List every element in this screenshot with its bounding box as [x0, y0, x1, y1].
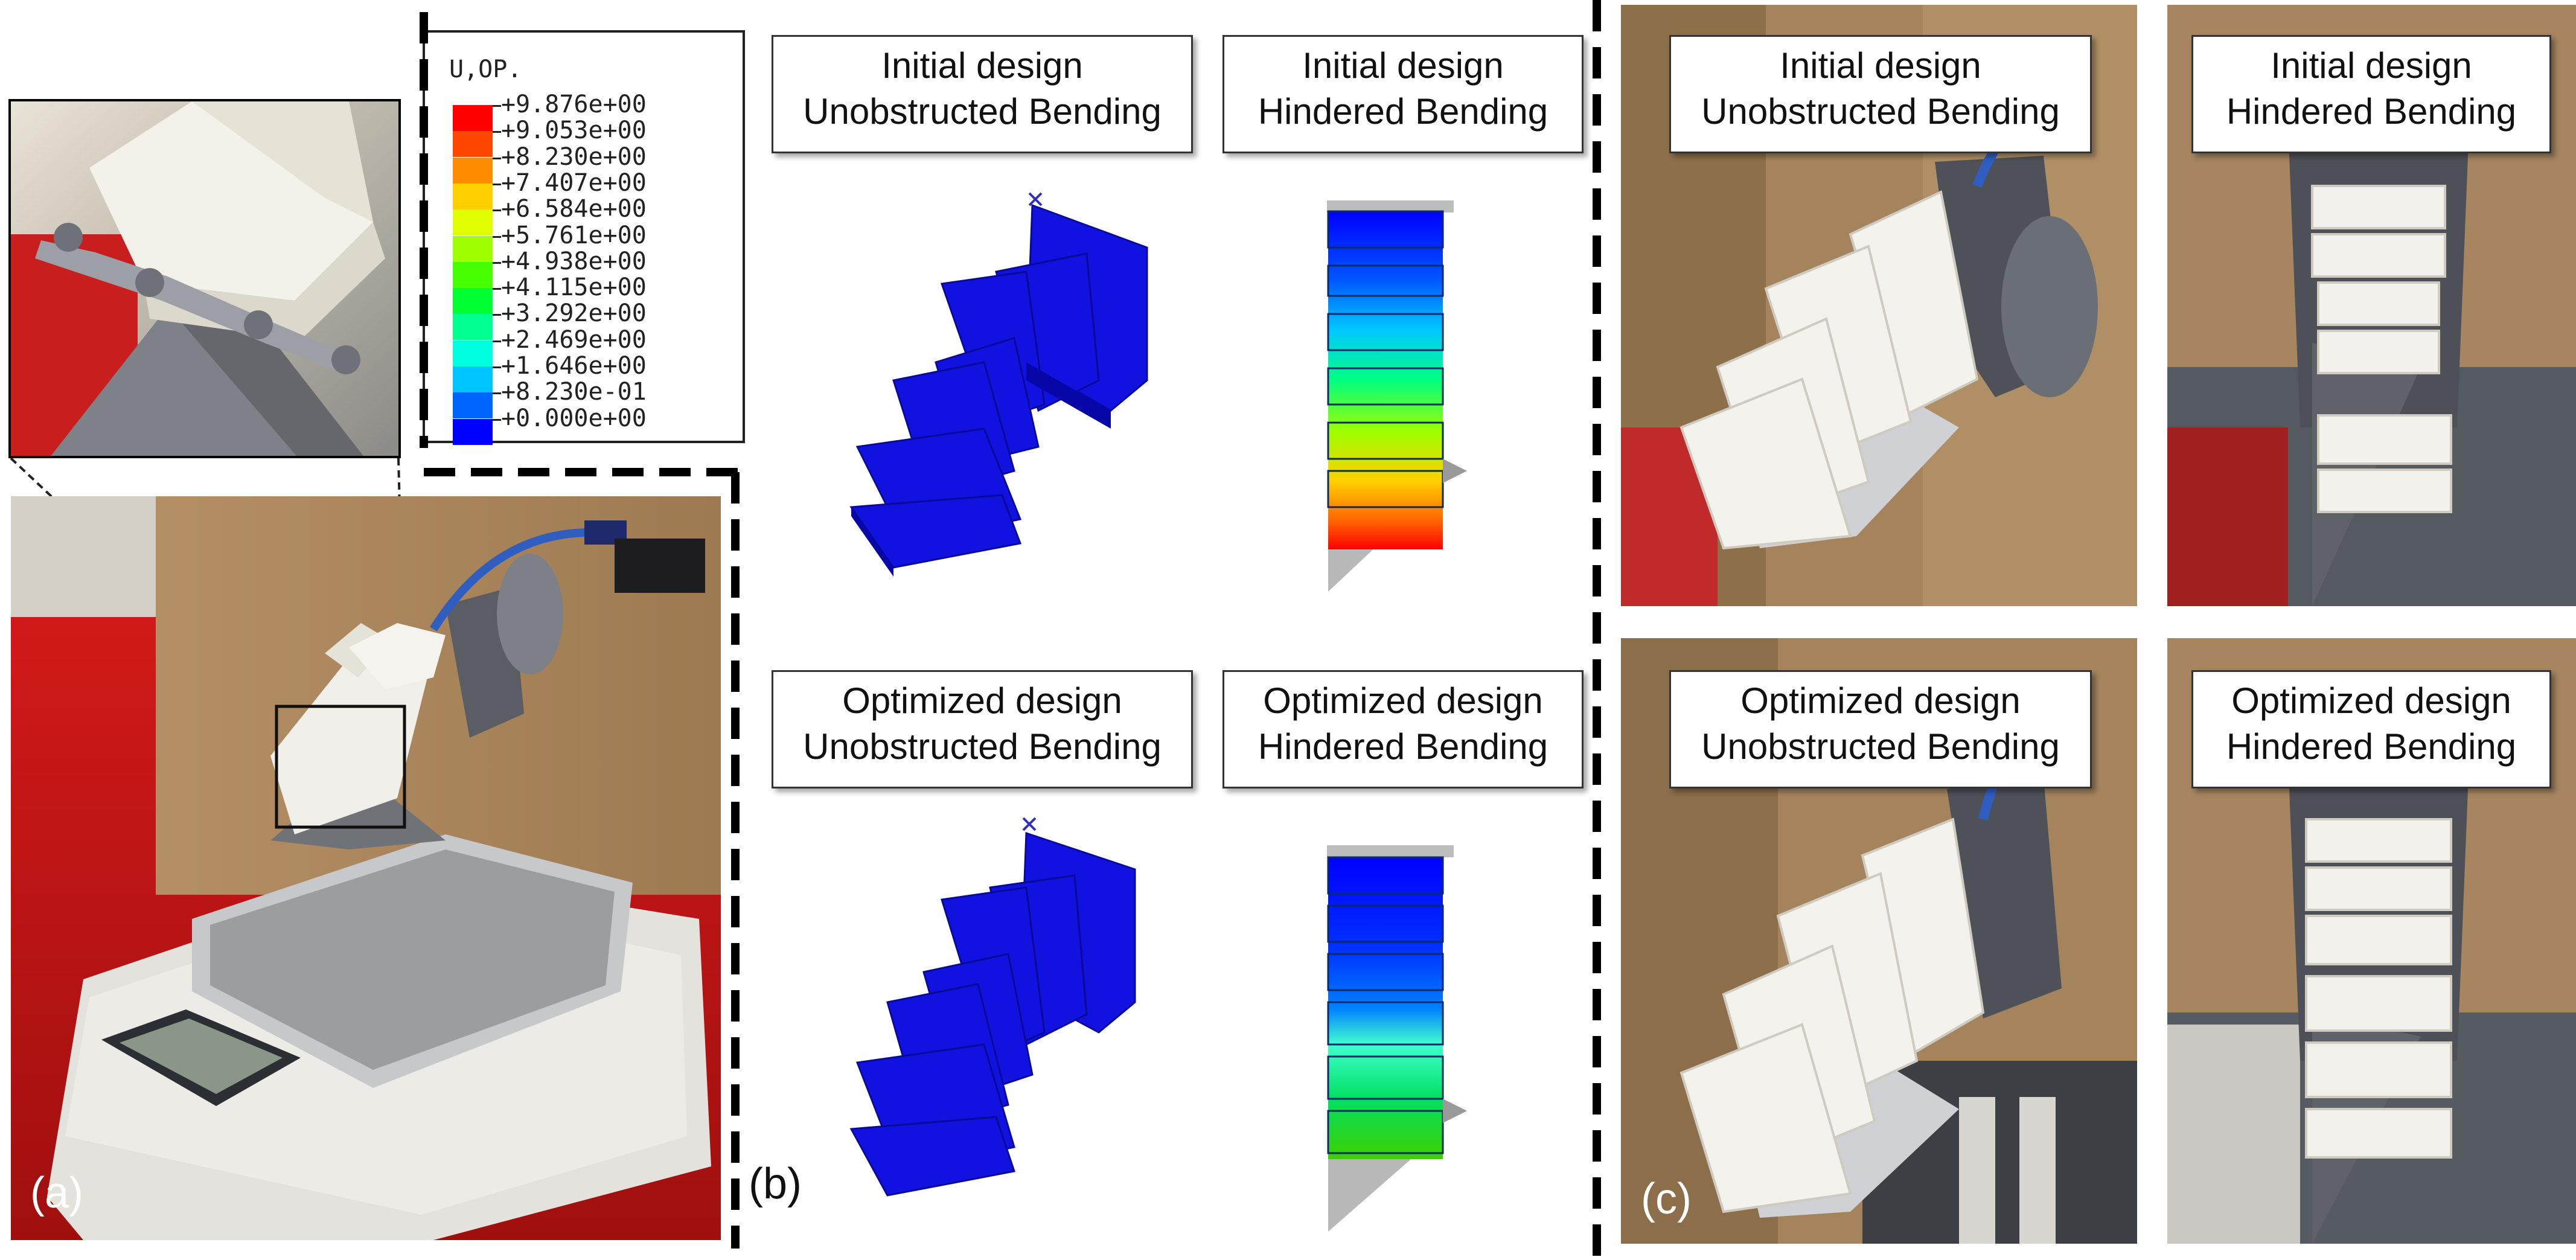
legend-tick — [493, 209, 501, 212]
caption-line1: Initial design — [1780, 45, 1981, 86]
legend-value: +7.407e+00 — [501, 168, 647, 197]
caption-line2: Unobstructed Bending — [803, 91, 1162, 132]
legend-tick — [493, 261, 501, 264]
legend-row: +7.407e+00 — [453, 169, 730, 209]
caption-line2: Unobstructed Bending — [1701, 726, 2060, 767]
legend-tick — [493, 366, 501, 368]
caption-line1: Optimized design — [1740, 680, 2021, 721]
legend-swatch — [453, 157, 493, 184]
legend-tick — [493, 157, 501, 159]
legend-row: +3.292e+00 — [453, 299, 730, 341]
sim-caption-initial-unobstructed: Initial design Unobstructed Bending — [772, 35, 1193, 153]
legend-row: +0.000e+00 — [453, 405, 730, 445]
legend-swatch — [453, 131, 493, 158]
caption-line1: Initial design — [1302, 45, 1504, 86]
fem-initial-unobstructed — [849, 192, 1148, 577]
legend-value: +4.115e+00 — [501, 273, 647, 302]
fem-initial-hindered — [1327, 200, 1467, 592]
legend-value: +3.292e+00 — [501, 299, 647, 328]
caption-line2: Hindered Bending — [2226, 726, 2517, 767]
legend-tick — [493, 105, 501, 107]
legend-swatch — [453, 261, 493, 288]
legend-row: +2.469e+00 — [453, 326, 730, 366]
legend-swatch — [453, 288, 493, 315]
photo-initial-hindered — [2167, 5, 2576, 606]
caption-line2: Hindered Bending — [1258, 91, 1548, 132]
zoom-inset-illustration — [11, 101, 398, 456]
legend-row: +5.761e+00 — [453, 222, 730, 262]
legend-value: +2.469e+00 — [501, 325, 647, 354]
legend-value: +5.761e+00 — [501, 221, 647, 249]
legend-tick — [493, 288, 501, 290]
legend-tick — [493, 340, 501, 342]
legend-tick — [493, 235, 501, 238]
legend-swatch — [453, 418, 493, 445]
panel-c-label: (c) — [1641, 1175, 1692, 1223]
legend-value: +9.876e+00 — [501, 91, 647, 118]
legend-value: +8.230e+00 — [501, 142, 647, 171]
legend-row: +4.115e+00 — [453, 273, 730, 315]
legend-row: +9.876e+00 — [453, 91, 730, 131]
sim-caption-optimized-hindered: Optimized design Hindered Bending — [1222, 670, 1584, 788]
caption-line1: Initial design — [2271, 45, 2472, 86]
legend-tick — [493, 131, 501, 133]
photo-illustration — [2167, 5, 2576, 606]
legend-swatch — [453, 392, 493, 419]
photo-caption-initial-hindered: Initial design Hindered Bending — [2191, 35, 2551, 153]
caption-line2: Unobstructed Bending — [803, 726, 1162, 767]
legend-swatch — [453, 340, 493, 366]
caption-line2: Unobstructed Bending — [1701, 91, 2060, 132]
legend-row: +8.230e+00 — [453, 143, 730, 184]
legend-row: +9.053e+00 — [453, 117, 730, 158]
legend-value: +4.938e+00 — [501, 247, 647, 275]
zoom-inset-photo — [8, 99, 401, 458]
panel-a-label: (a) — [30, 1169, 83, 1217]
panel-b-label: (b) — [749, 1160, 802, 1208]
photo-caption-initial-unobstructed: Initial design Unobstructed Bending — [1669, 35, 2092, 153]
photo-caption-optimized-unobstructed: Optimized design Unobstructed Bending — [1669, 670, 2092, 788]
legend-swatch — [453, 235, 493, 262]
legend-title: U,OP. — [449, 56, 522, 83]
legend-value: +9.053e+00 — [501, 117, 647, 145]
caption-line1: Initial design — [881, 45, 1083, 86]
legend-tick — [493, 392, 501, 395]
fem-optimized-hindered — [1327, 845, 1467, 1232]
caption-line1: Optimized design — [1263, 680, 1543, 721]
caption-line1: Optimized design — [842, 680, 1122, 721]
sim-caption-optimized-unobstructed: Optimized design Unobstructed Bending — [772, 670, 1193, 788]
legend-swatch — [453, 209, 493, 236]
legend-row: +4.938e+00 — [453, 248, 730, 288]
legend-tick — [493, 314, 501, 316]
legend-tick — [493, 418, 501, 421]
photo-caption-optimized-hindered: Optimized design Hindered Bending — [2191, 670, 2551, 788]
legend-tick — [493, 183, 501, 185]
legend-row: +6.584e+00 — [453, 195, 730, 236]
fem-optimized-unobstructed — [849, 817, 1136, 1197]
legend-value: +1.646e+00 — [501, 352, 647, 380]
caption-line2: Hindered Bending — [2226, 91, 2517, 132]
legend-value: +0.000e+00 — [501, 404, 647, 432]
legend-value: +8.230e-01 — [501, 378, 647, 406]
legend-swatch — [453, 105, 493, 131]
setup-photo — [11, 496, 721, 1240]
caption-line2: Hindered Bending — [1258, 726, 1548, 767]
colorbar-legend: U,OP. +9.876e+00+9.053e+00+8.230e+00+7.4… — [423, 30, 745, 445]
legend-swatch — [453, 183, 493, 209]
setup-illustration — [11, 496, 721, 1240]
legend-value: +6.584e+00 — [501, 195, 647, 223]
legend-row: +8.230e-01 — [453, 378, 730, 419]
legend-row: +1.646e+00 — [453, 352, 730, 392]
legend-swatch — [453, 314, 493, 341]
caption-line1: Optimized design — [2231, 680, 2511, 721]
sim-caption-initial-hindered: Initial design Hindered Bending — [1222, 35, 1584, 153]
legend-swatch — [453, 366, 493, 392]
